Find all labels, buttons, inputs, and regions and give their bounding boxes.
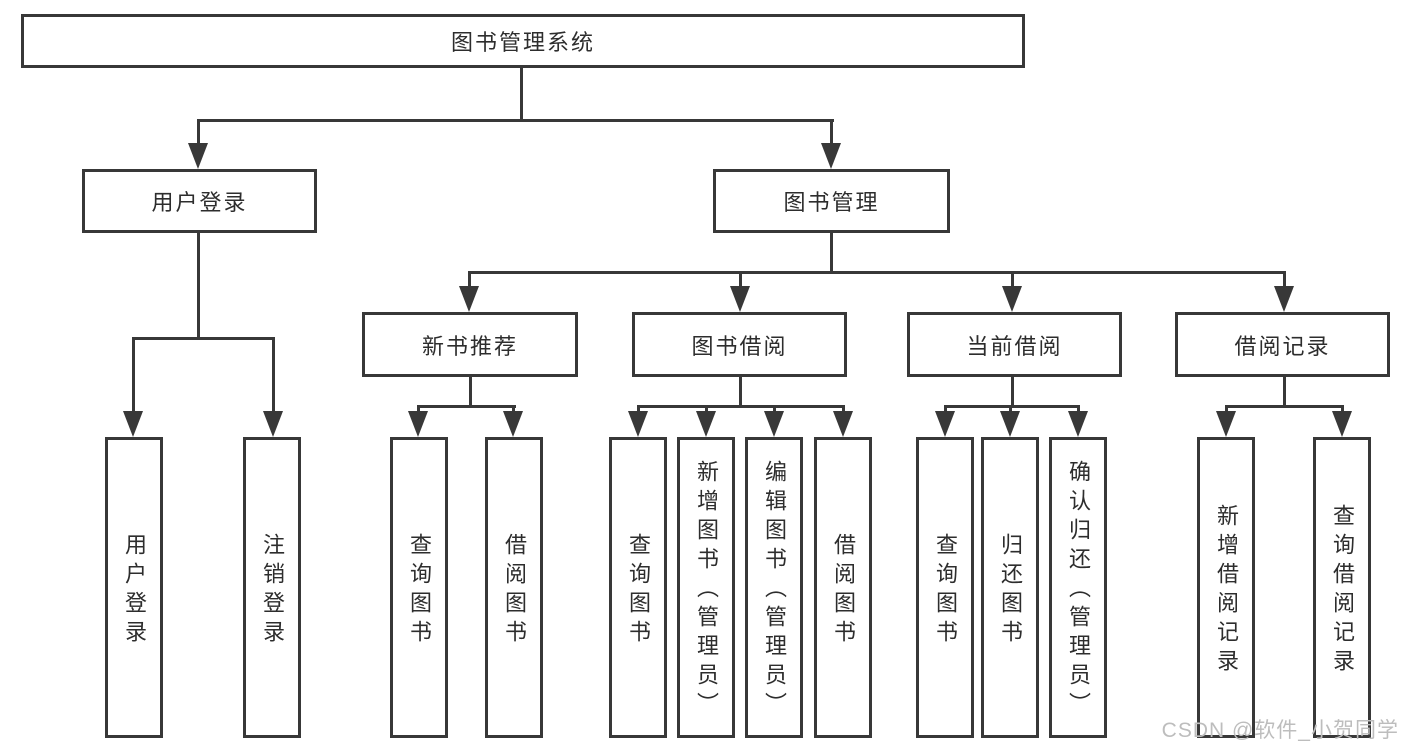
connector-line <box>417 405 420 415</box>
connector-line <box>944 405 1080 408</box>
node-leaf-add-books-admin: 新增图书（管理员） <box>677 437 735 738</box>
node-leaf-confirm-return-admin: 确认归还（管理员） <box>1049 437 1107 738</box>
node-leaf-return-books: 归还图书 <box>981 437 1039 738</box>
node-borrowing-records: 借阅记录 <box>1175 312 1390 377</box>
connector-arrowhead <box>1216 411 1236 437</box>
connector-arrowhead <box>628 411 648 437</box>
node-leaf-edit-books-admin: 编辑图书（管理员） <box>745 437 803 738</box>
connector-arrowhead <box>503 411 523 437</box>
connector-line <box>1225 405 1228 415</box>
node-current-borrowing: 当前借阅 <box>907 312 1122 377</box>
connector-line <box>1225 405 1344 408</box>
connector-arrowhead <box>263 411 283 437</box>
connector-arrowhead <box>1002 286 1022 312</box>
node-leaf-logout: 注销登录 <box>243 437 301 738</box>
connector-line <box>468 271 1286 274</box>
connector-line <box>520 68 523 122</box>
node-leaf-query-books-3: 查询图书 <box>916 437 974 738</box>
watermark: CSDN @软件_小贺同学 <box>1161 719 1399 742</box>
connector-arrowhead <box>764 411 784 437</box>
connector-line <box>197 233 200 340</box>
connector-line <box>417 405 516 408</box>
node-new-book-recommendation: 新书推荐 <box>362 312 578 377</box>
connector-line <box>132 337 135 415</box>
node-leaf-add-borrow-record: 新增借阅记录 <box>1197 437 1255 738</box>
connector-line <box>132 337 275 340</box>
connector-arrowhead <box>188 143 208 169</box>
connector-line <box>469 377 472 408</box>
connector-arrowhead <box>1068 411 1088 437</box>
connector-line <box>1009 405 1012 415</box>
connector-line <box>197 119 200 147</box>
connector-line <box>468 271 471 291</box>
node-leaf-query-borrow-record: 查询借阅记录 <box>1313 437 1371 738</box>
connector-arrowhead <box>833 411 853 437</box>
connector-arrowhead <box>408 411 428 437</box>
node-leaf-user-login: 用户登录 <box>105 437 163 738</box>
connector-arrowhead <box>696 411 716 437</box>
connector-line <box>1283 271 1286 291</box>
connector-line <box>1011 377 1014 408</box>
connector-line <box>830 233 833 274</box>
connector-arrowhead <box>935 411 955 437</box>
node-leaf-query-books-2: 查询图书 <box>609 437 667 738</box>
connector-line <box>272 337 275 415</box>
connector-line <box>739 377 742 408</box>
connector-line <box>637 405 844 408</box>
connector-line <box>1011 271 1014 291</box>
connector-arrowhead <box>459 286 479 312</box>
connector-arrowhead <box>821 143 841 169</box>
connector-line <box>830 119 833 147</box>
connector-arrowhead <box>1274 286 1294 312</box>
node-library-management-system: 图书管理系统 <box>21 14 1025 68</box>
connector-line <box>197 119 834 122</box>
connector-arrowhead <box>1332 411 1352 437</box>
connector-line <box>739 271 742 291</box>
connector-line <box>1341 405 1344 415</box>
connector-line <box>773 405 776 415</box>
connector-arrowhead <box>730 286 750 312</box>
node-leaf-borrow-books-2: 借阅图书 <box>814 437 872 738</box>
connector-arrowhead <box>123 411 143 437</box>
connector-line <box>1283 377 1286 408</box>
connector-line <box>512 405 515 415</box>
connector-line <box>842 405 845 415</box>
node-book-management: 图书管理 <box>713 169 950 233</box>
node-user-login: 用户登录 <box>82 169 317 233</box>
node-leaf-borrow-books-1: 借阅图书 <box>485 437 543 738</box>
connector-line <box>637 405 640 415</box>
connector-line <box>1077 405 1080 415</box>
connector-line <box>944 405 947 415</box>
connector-arrowhead <box>1000 411 1020 437</box>
node-leaf-query-books-1: 查询图书 <box>390 437 448 738</box>
connector-line <box>705 405 708 415</box>
node-book-borrowing: 图书借阅 <box>632 312 847 377</box>
